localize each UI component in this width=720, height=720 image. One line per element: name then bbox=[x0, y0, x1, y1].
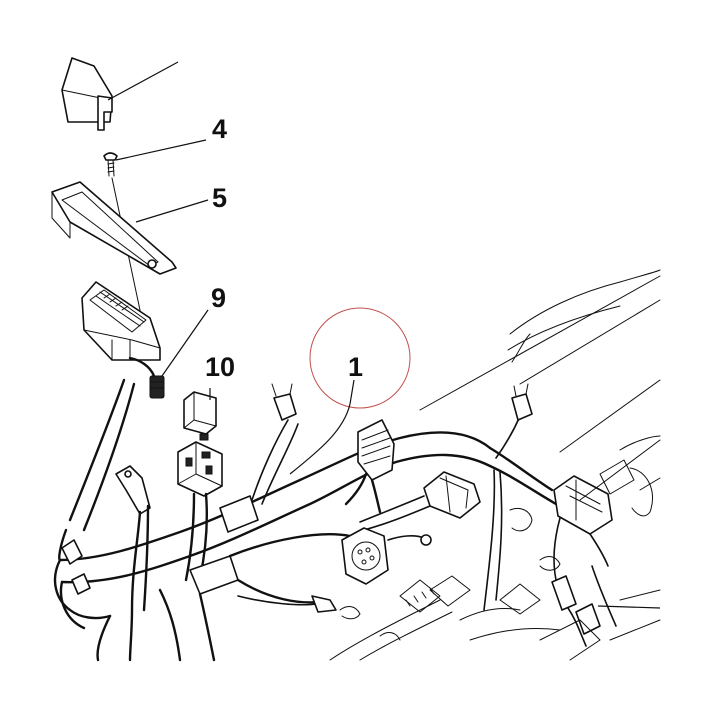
highlight-circle bbox=[309, 307, 411, 409]
small-connector-part bbox=[128, 309, 209, 399]
sensor-connector-part bbox=[551, 565, 661, 647]
callout-10: 10 bbox=[205, 352, 235, 382]
callout-1-leader bbox=[289, 379, 355, 475]
relay-block-part bbox=[81, 281, 161, 361]
callout-9: 9 bbox=[211, 283, 226, 313]
round-connector-part bbox=[341, 527, 432, 585]
fuse-box-cover bbox=[61, 57, 179, 131]
harness-branch-right bbox=[483, 383, 613, 611]
harness-branch-upper-left bbox=[251, 383, 299, 505]
callout-5: 5 bbox=[212, 183, 227, 213]
plug-connector-part bbox=[359, 471, 481, 531]
multi-pin-connector-part bbox=[344, 419, 395, 514]
callout-4: 4 bbox=[212, 114, 227, 144]
engine-outline bbox=[329, 269, 661, 661]
mounting-bracket-part bbox=[51, 181, 209, 275]
relay-socket-part bbox=[177, 441, 223, 582]
callout-1: 1 bbox=[348, 352, 363, 382]
ring-terminal-part bbox=[115, 465, 151, 662]
terminal-lead-part bbox=[237, 595, 337, 613]
main-harness-bundle bbox=[53, 378, 492, 662]
relay-part bbox=[183, 388, 217, 441]
